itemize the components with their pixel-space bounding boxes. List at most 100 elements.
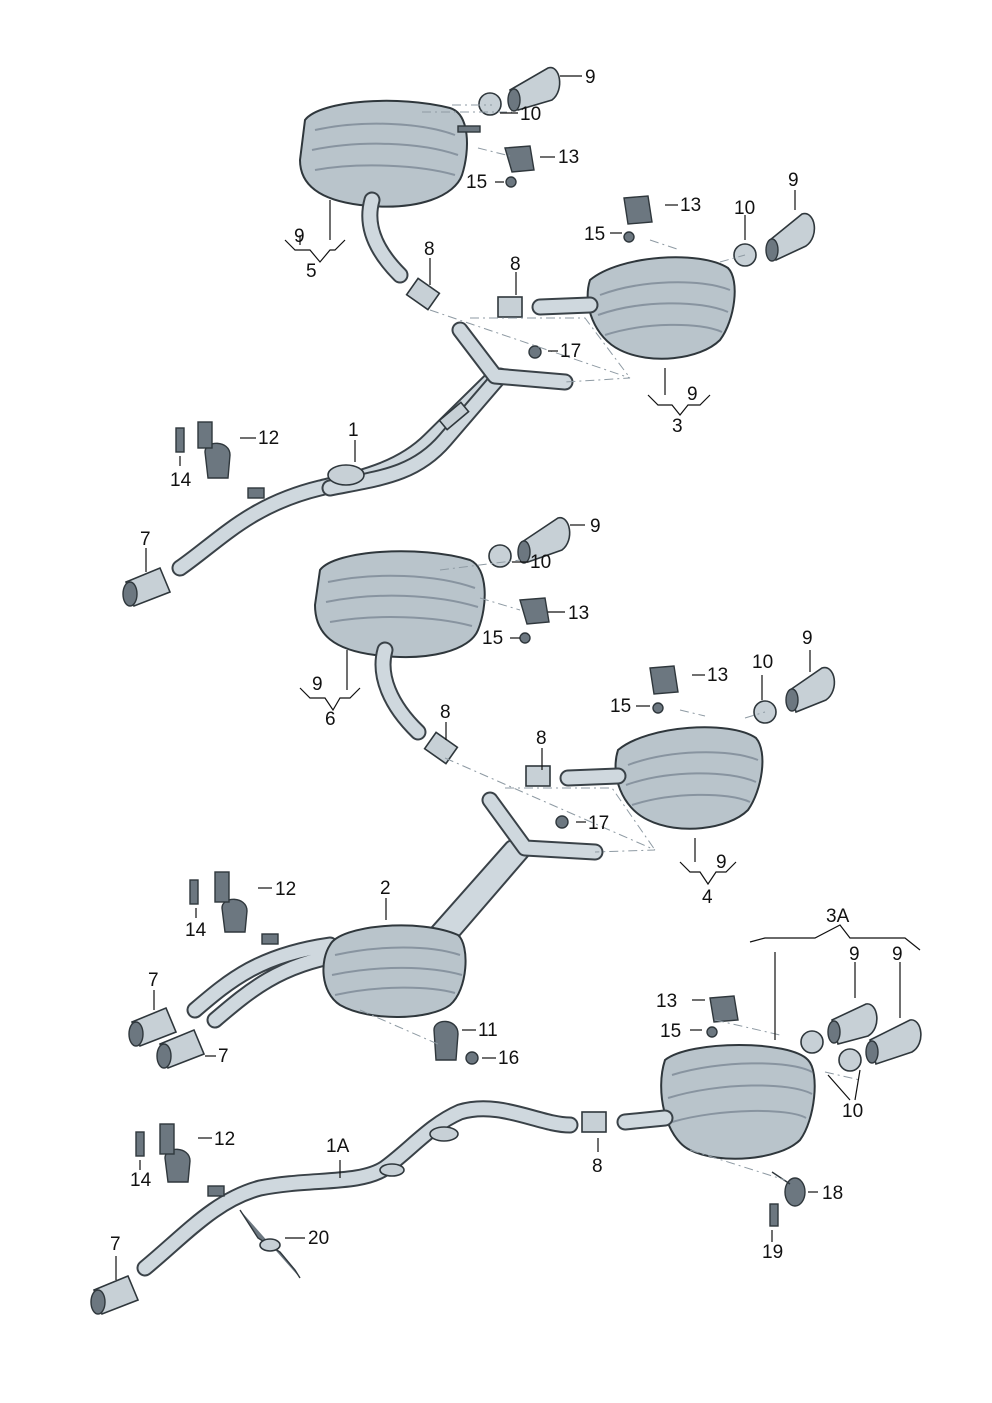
part-pipe-2 xyxy=(186,791,604,1029)
part-bolt-14 xyxy=(175,427,185,453)
part-bracket-11 xyxy=(433,1020,459,1061)
callout-15: 15 xyxy=(466,172,487,193)
callout-17-mid: 17 xyxy=(588,813,609,834)
callout-13-right: 13 xyxy=(680,195,701,216)
callout-12-mid: 12 xyxy=(275,879,296,900)
leader-lines xyxy=(115,75,921,1280)
part-nut-17 xyxy=(528,345,542,359)
callout-13-low: 13 xyxy=(656,991,677,1012)
part-bolt-14-b xyxy=(189,879,199,905)
assembly-3 xyxy=(90,995,922,1316)
part-nut-15-c xyxy=(706,1026,718,1038)
callout-8-mid: 8 xyxy=(440,702,451,723)
part-tailpipe-9-c xyxy=(827,1003,922,1066)
callout-14: 14 xyxy=(170,470,192,491)
assembly-2 xyxy=(128,517,836,1070)
part-pipe-1 xyxy=(171,321,574,577)
callout-1a: 1A xyxy=(326,1136,350,1157)
part-muffler-3a xyxy=(616,1044,816,1160)
callout-16: 16 xyxy=(498,1048,519,1069)
callout-10-low: 10 xyxy=(842,1101,863,1122)
callout-3a: 3A xyxy=(826,906,850,927)
callout-12: 12 xyxy=(258,428,279,449)
part-muffler-4 xyxy=(559,726,764,830)
callout-15-right: 15 xyxy=(584,224,605,245)
callout-8-mid-right: 8 xyxy=(536,728,547,749)
part-bracket-12 xyxy=(197,421,265,499)
part-muffler-5 xyxy=(298,99,481,284)
part-nut-15 xyxy=(505,176,635,243)
callout-9-brace-5: 9 xyxy=(294,226,305,247)
callout-10-right: 10 xyxy=(734,198,755,219)
callout-15-low: 15 xyxy=(660,1021,681,1042)
callout-19: 19 xyxy=(762,1242,783,1263)
callout-9-mid: 9 xyxy=(590,516,601,537)
part-bracket-13-b xyxy=(519,597,679,695)
callout-13: 13 xyxy=(558,147,579,168)
callout-18: 18 xyxy=(822,1183,843,1204)
callout-7: 7 xyxy=(140,529,151,550)
callout-2: 2 xyxy=(380,878,391,899)
callout-9-brace-4: 9 xyxy=(716,852,727,873)
callout-20: 20 xyxy=(308,1228,329,1249)
part-clamp-7-b xyxy=(128,1006,206,1070)
callout-8-right: 8 xyxy=(510,254,521,275)
callout-12-low: 12 xyxy=(214,1129,235,1150)
assembly-1 xyxy=(122,67,816,608)
callout-3: 3 xyxy=(672,416,683,437)
part-nut-16 xyxy=(465,1051,479,1065)
part-bracket-12-c xyxy=(159,1123,225,1197)
callout-9-brace-6: 9 xyxy=(312,674,323,695)
callout-7-low: 7 xyxy=(110,1234,121,1255)
part-clamp-8-c xyxy=(581,1111,607,1133)
callout-8-low: 8 xyxy=(592,1156,603,1177)
part-pipe-1a xyxy=(136,1100,579,1277)
callout-13-mid-right: 13 xyxy=(707,665,728,686)
part-clamp-8 xyxy=(405,277,523,318)
callout-7-mid: 7 xyxy=(148,970,159,991)
part-clamp-7-c xyxy=(90,1274,140,1316)
callout-11: 11 xyxy=(478,1020,498,1041)
callout-1: 1 xyxy=(348,420,359,441)
callout-6: 6 xyxy=(325,709,336,730)
part-nut-17-b xyxy=(555,815,569,829)
callout-9-3a-right: 9 xyxy=(892,944,903,965)
callout-9: 9 xyxy=(585,67,596,88)
callout-17: 17 xyxy=(560,341,581,362)
part-tailpipe-9 xyxy=(507,67,816,262)
part-tailpipe-9-b xyxy=(517,517,836,714)
callout-15-mid: 15 xyxy=(482,628,503,649)
callout-4: 4 xyxy=(702,887,713,908)
part-clamp-8-b xyxy=(423,731,551,787)
part-bolt-19 xyxy=(769,1203,779,1227)
callout-14-low: 14 xyxy=(130,1170,152,1191)
part-muffler-3 xyxy=(531,256,736,360)
part-bracket-13-c xyxy=(709,995,739,1023)
part-muffler-6 xyxy=(313,550,486,741)
callout-9-3a-left: 9 xyxy=(849,944,860,965)
callout-13-mid: 13 xyxy=(568,603,589,624)
callout-10-mid-right: 10 xyxy=(752,652,773,673)
callout-7-mid-lower: 7 xyxy=(218,1046,229,1067)
part-clamp-10-c xyxy=(800,1030,862,1072)
callout-labels: 9 10 13 15 9 5 8 8 9 10 13 15 17 9 3 1 1… xyxy=(110,67,903,1263)
part-bolt-14-c xyxy=(135,1131,145,1157)
callout-9-brace-3: 9 xyxy=(687,384,698,405)
part-sensor-20 xyxy=(239,1209,301,1279)
callout-14-mid: 14 xyxy=(185,920,207,941)
part-bracket-13 xyxy=(504,145,653,225)
part-nut-15-b xyxy=(519,632,664,714)
callout-9-right: 9 xyxy=(788,170,799,191)
part-bracket-12-b xyxy=(214,871,279,945)
callout-10-mid: 10 xyxy=(530,552,551,573)
part-clamp-7 xyxy=(122,566,172,608)
part-damper-18 xyxy=(771,1171,806,1207)
callout-10: 10 xyxy=(520,104,541,125)
callout-9-mid-right: 9 xyxy=(802,628,813,649)
assembly-dash-lines xyxy=(359,104,861,1181)
callout-8: 8 xyxy=(424,239,435,260)
callout-15-mid-right: 15 xyxy=(610,696,631,717)
callout-5: 5 xyxy=(306,261,317,282)
